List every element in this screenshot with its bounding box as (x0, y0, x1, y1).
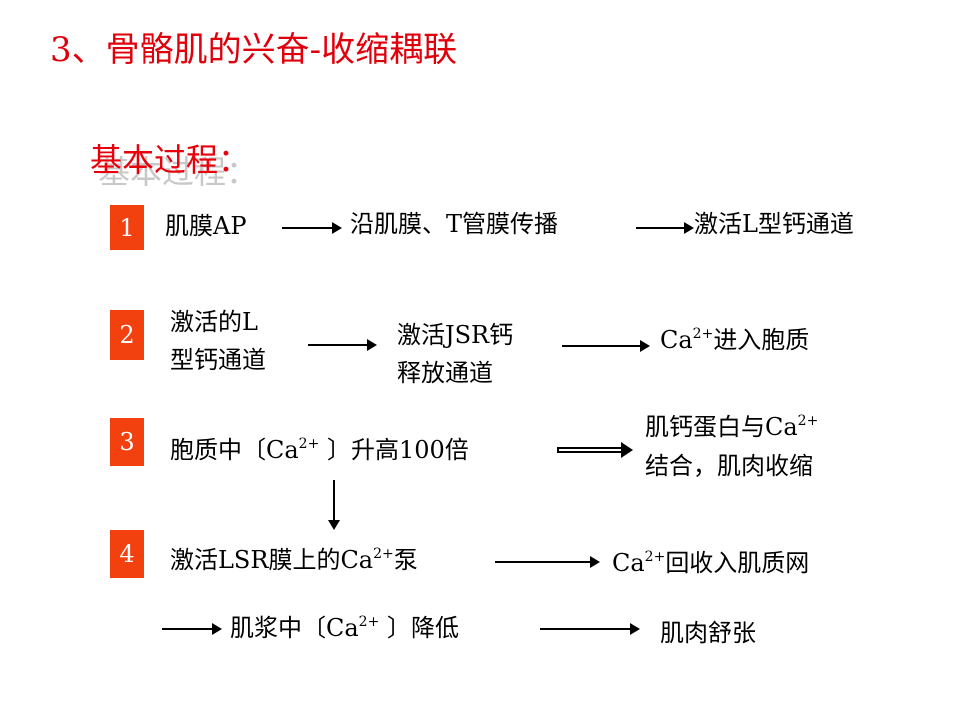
step-badge-3: 3 (110, 418, 144, 466)
superscript: 2+ (644, 549, 666, 565)
row1-text-b: 沿肌膜、T管膜传播 (350, 210, 559, 238)
row5-text-a: 肌浆中〔Ca2+ 〕降低 (230, 610, 459, 646)
row2-text-c: Ca2+进入胞质 (660, 322, 809, 358)
superscript: 2+ (298, 436, 320, 452)
row3-text-b2: 结合，肌肉收缩 (645, 452, 813, 480)
row5-text-b: 肌肉舒张 (660, 619, 756, 647)
arrow-right-icon (562, 340, 650, 352)
arrow-down-icon (328, 480, 340, 530)
arrow-right-icon (495, 556, 600, 568)
row3-text-a: 胞质中〔Ca2+ 〕升高100倍 (170, 432, 469, 468)
arrow-right-icon (162, 623, 222, 635)
superscript: 2+ (373, 546, 394, 562)
text-part: 进入胞质 (713, 326, 810, 354)
text-part: 〕升高100倍 (319, 436, 469, 464)
text-part: 胞质中〔Ca (170, 436, 299, 464)
row2-text-b1: 激活JSR钙 (397, 321, 514, 349)
row2-text-a1: 激活的L (170, 308, 258, 336)
superscript: 2+ (358, 614, 380, 630)
step-badge-4: 4 (110, 530, 144, 578)
row1-text-a: 肌膜AP (165, 212, 247, 240)
double-arrow-right-icon (557, 442, 633, 458)
subtitle: 基本过程： (90, 141, 251, 179)
superscript: 2+ (692, 326, 714, 342)
superscript: 2+ (797, 413, 819, 429)
arrow-right-icon (540, 623, 640, 635)
text-part: 回收入肌质网 (665, 549, 810, 577)
row2-text-b2: 释放通道 (397, 359, 493, 387)
arrow-right-icon (308, 339, 377, 351)
text-part: 激活LSR膜上的Ca (170, 546, 374, 574)
arrow-right-icon (636, 222, 694, 234)
step-badge-2: 2 (110, 310, 144, 360)
step-badge-1: 1 (110, 205, 144, 250)
text-part: Ca (612, 549, 645, 577)
row3-text-b1: 肌钙蛋白与Ca2+ (645, 409, 818, 445)
text-part: 泵 (393, 546, 418, 574)
slide-title: 3、骨骼肌的兴奋-收缩耦联 (50, 30, 458, 70)
text-part: Ca (660, 326, 693, 354)
row1-text-c: 激活L型钙通道 (694, 210, 854, 238)
arrow-right-icon (282, 222, 342, 234)
row4-text-a: 激活LSR膜上的Ca2+泵 (170, 542, 418, 578)
text-part: 肌钙蛋白与Ca (645, 413, 798, 441)
row4-text-b: Ca2+回收入肌质网 (612, 545, 809, 581)
text-part: 〕降低 (379, 614, 459, 642)
row2-text-a2: 型钙通道 (170, 346, 266, 374)
text-part: 肌浆中〔Ca (230, 614, 359, 642)
